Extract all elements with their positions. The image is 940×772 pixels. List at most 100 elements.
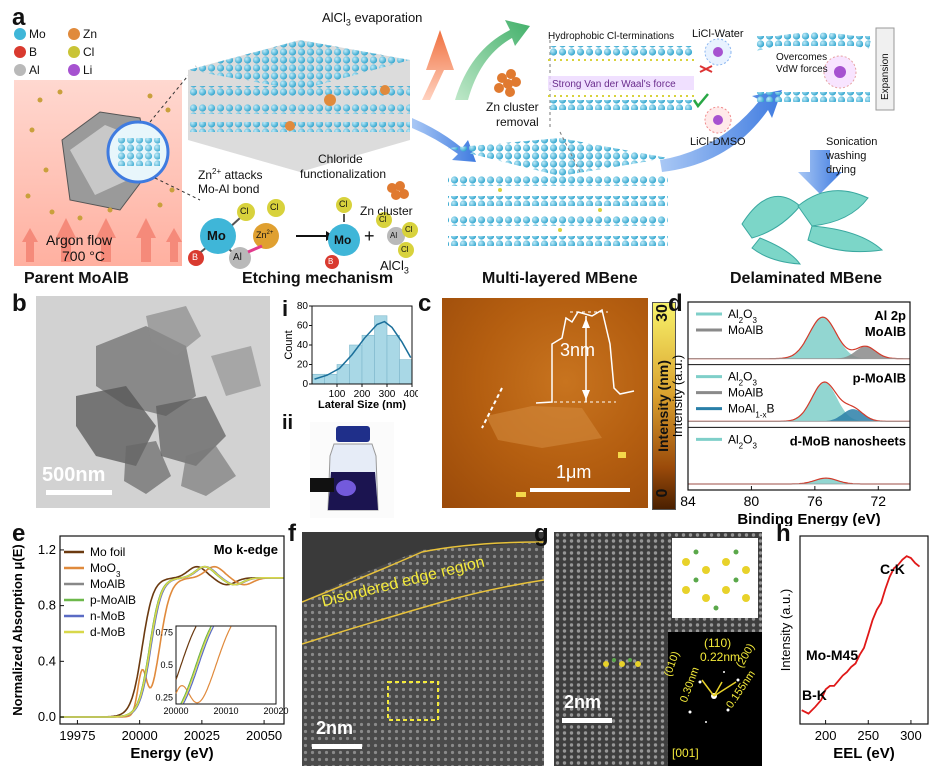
xanes-ytick-label-1.2: 1.2 [38,542,56,557]
xanes-series-5 [60,565,284,718]
panel-a-figure [14,20,895,269]
parent-title: Parent MoAlB [24,270,129,287]
afm-image: 3nm 1μm [442,298,648,508]
hist-bar-7 [399,359,413,385]
xanes-inset-ytick-0.75: 0.75 [155,628,173,638]
atom-zn-label: Zn2+ [256,230,274,240]
hist-bar-0 [311,373,325,385]
tem-scale-label: 500nm [42,464,106,486]
atom-b-label: B [192,252,199,262]
legend-al: Al [29,63,40,77]
xanes-xtick-label-20000: 20000 [122,728,158,743]
atom-legend [14,28,80,76]
hist-xtick-label-400: 400 [404,389,418,400]
xanes-legend-text-0: Mo foil [90,545,125,559]
hist-ytick-label-80: 80 [297,301,309,312]
xps-legend-text-0-1: MoAlB [728,323,763,337]
legend-zn: Zn [83,27,98,41]
stem-image-g: (110) 0.22nm (010) 0.30nm (200) 0.155nm … [554,532,762,766]
xanes-legend-text-1: MoO3 [90,561,121,579]
xanes-legend-text-3: p-MoAlB [90,593,136,607]
panel-label-b: b [12,290,27,317]
panel-label-a: a [12,4,26,31]
hist-ytick-label-40: 40 [297,340,309,351]
tem-flakes [36,296,270,508]
hist-ytick-label-60: 60 [297,321,309,332]
alcl3-evaporation-label: AlCl3 evaporation [322,10,423,28]
xanes-ytick-label-0.4: 0.4 [38,653,56,668]
xps-legend-text-1-2: MoAl1-xB [728,402,774,420]
alcl3-label: AlCl3 [380,258,409,276]
xanes-inset-series-1 [175,626,232,704]
atom-b-label-2: B [328,257,334,266]
xps-xtick-label-84: 84 [680,493,696,509]
chloride-label-2: functionalization [300,167,387,181]
panel-label-i: i [282,296,289,321]
colorbar-label: Intensity (nm) [655,360,671,452]
zn-cluster-label: Zn cluster [360,204,413,218]
zn-removal-label-2: removal [496,115,539,129]
flow-arrow-2 [660,90,782,172]
xanes-xlabel: Energy (eV) [130,745,213,762]
etched-crystal [188,40,410,172]
xanes-inset-series-3 [180,626,212,704]
afm-profile [481,308,635,497]
xps-xtick-label-72: 72 [870,493,886,509]
expansion-label: Expansion [880,53,891,100]
expanded-layers [754,27,895,111]
multilayer-crystal [448,138,668,246]
legend-cl: Cl [83,45,95,59]
zn-removal-label-1: Zn cluster [486,100,539,114]
eels-annot-ck: C-K [880,561,905,577]
panel-label-h: h [776,520,791,547]
panel-label-f: f [288,520,296,547]
panel-label-g: g [534,520,549,547]
eels-spectrum [801,555,921,715]
xps-title-2: d-MoB nanosheets [790,433,906,448]
xps-subtitle-0: MoAlB [865,324,906,339]
mechanism-title: Etching mechanism [242,270,394,287]
sonication-label-3: drying [826,164,856,176]
zn-attack-label-1: Zn2+ attacks [198,167,263,182]
hist-xtick-label-300: 300 [379,389,396,400]
zn-attack-label-2: Mo-Al bond [198,182,260,196]
panel-label-e: e [12,520,26,547]
eels-ylabel: Intensity (a.u.) [778,589,793,671]
argon-arrows [22,218,182,262]
xps-frame [687,301,911,491]
panel-label-ii: ii [282,412,294,434]
fft-110: (110) [704,636,732,650]
xanes-xtick-label-19975: 19975 [59,728,95,743]
plus-sign: + [364,226,375,246]
xanes-inset-series-4 [182,626,215,704]
xps-xtick-label-76: 76 [807,493,823,509]
xps-legend-text-1-0: Al2O3 [728,370,757,388]
intercalation-schematic [548,38,732,134]
hist-xtick-label-100: 100 [329,389,346,400]
xanes-legend-text-4: n-MoB [90,609,125,623]
sonication-label-1: Sonication [826,136,878,148]
xanes-inset-series-5 [181,628,212,704]
hydrophobic-label: Hydrophobic Cl-terminations [548,31,675,42]
overcomes-label-2: VdW forces [776,64,828,75]
xanes-ytick-label-0.8: 0.8 [38,598,56,613]
xanes-title: Mo k-edge [214,542,278,557]
legend-mo: Mo [29,27,46,41]
xanes-legend-text-5: d-MoB [90,625,125,639]
atom-overlay [603,658,641,667]
stem-g-scale-label: 2nm [564,692,602,712]
fft-022: 0.22nm [700,650,741,664]
hist-fit-curve [314,320,412,380]
multilayer-title: Multi-layered MBene [482,270,638,287]
zn-cluster-ball [494,69,521,97]
eels-frame [799,535,929,725]
xanes-inset-frame [175,625,277,705]
panel-label-c: c [418,290,432,317]
overcomes-label-1: Overcomes [776,52,828,63]
xanes-inset-ytick-0.5: 0.5 [160,660,173,670]
xps-title-0: Al 2p [874,308,906,323]
atom-cl-label-5: Cl [405,225,413,234]
sonication-label-2: washing [826,150,867,162]
legend-li: Li [83,63,93,77]
